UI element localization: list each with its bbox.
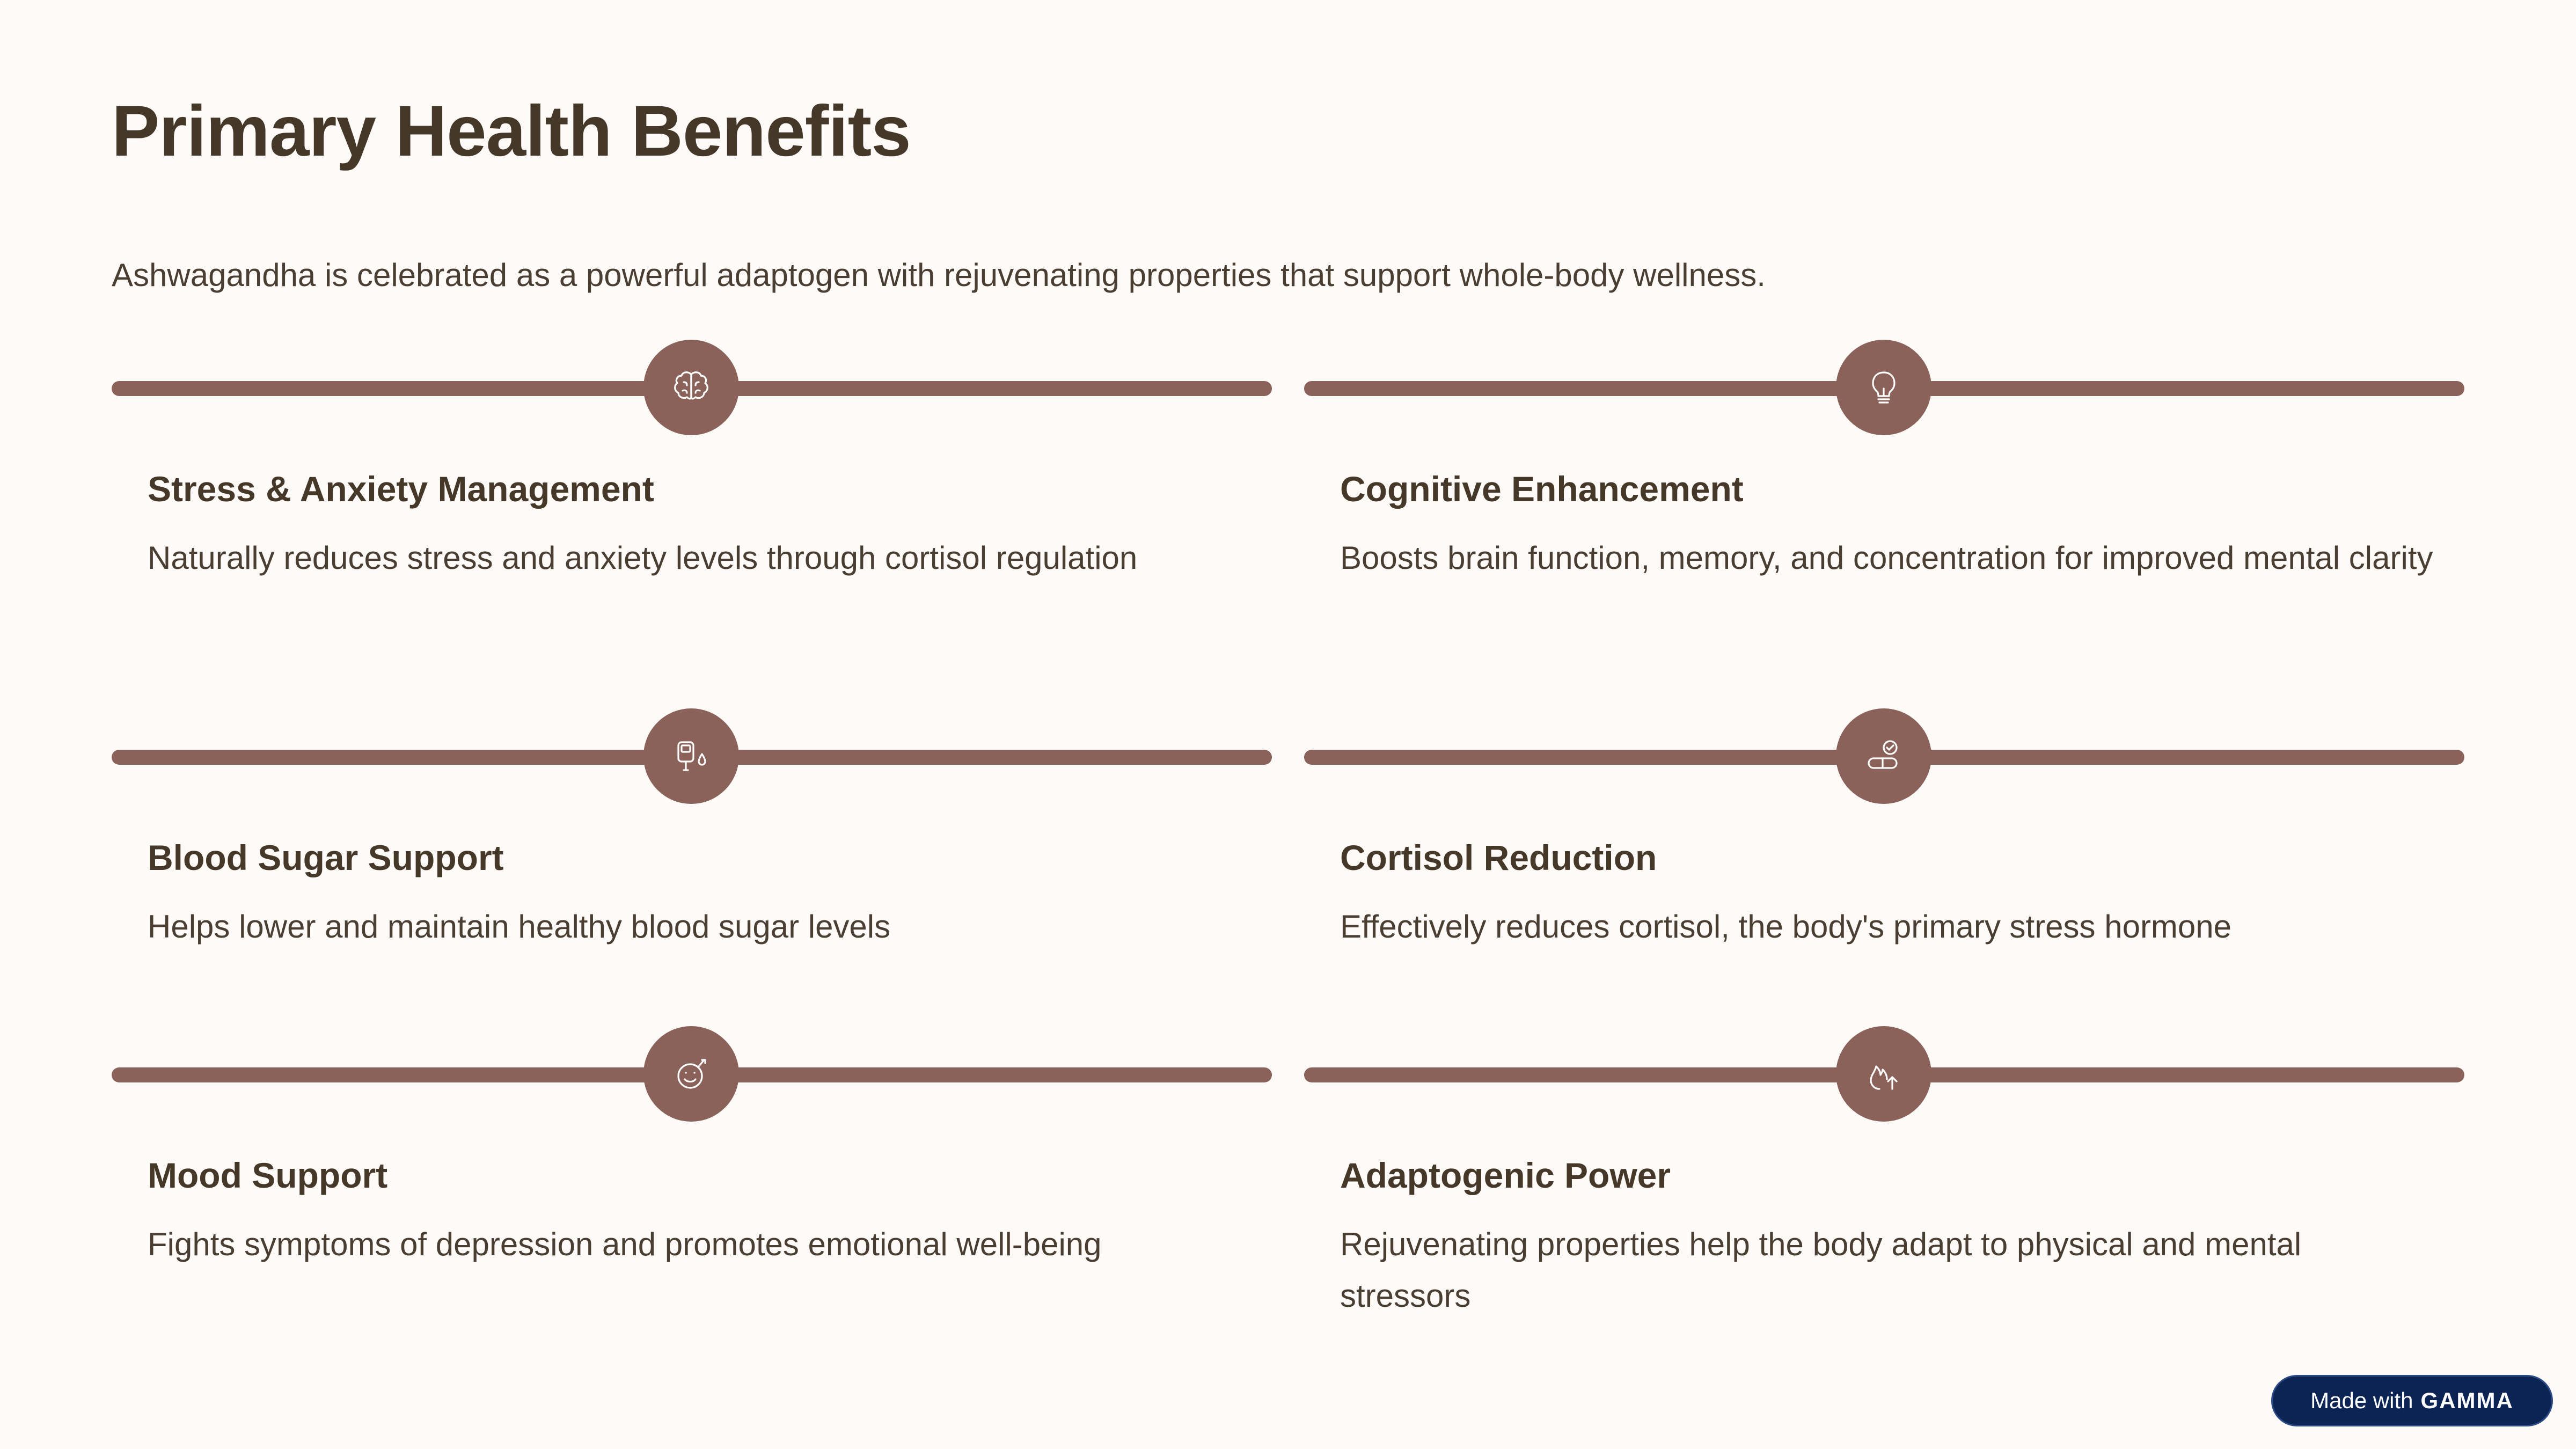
- badge-prefix: Made with: [2310, 1388, 2413, 1413]
- benefit-heading: Cortisol Reduction: [1340, 838, 1657, 877]
- benefit-description: Boosts brain function, memory, and conce…: [1340, 540, 2433, 576]
- benefit-description: Helps lower and maintain healthy blood s…: [148, 909, 891, 945]
- icon-badge: [643, 340, 739, 435]
- happy-face-icon: [677, 1059, 706, 1089]
- lightbulb-icon: [1872, 371, 1896, 404]
- made-with-gamma-badge[interactable]: Made with GAMMA: [2271, 1375, 2553, 1426]
- gamma-logo: GAMMA: [2420, 1388, 2514, 1413]
- icon-badge: [1836, 1026, 1931, 1122]
- pill-check-icon: [1868, 740, 1898, 769]
- benefit-card-blood-sugar: Blood Sugar Support Helps lower and main…: [112, 707, 1272, 1040]
- icon-badge: [643, 1026, 739, 1122]
- brain-icon: [674, 371, 708, 400]
- icon-badge: [1836, 708, 1931, 804]
- benefit-description: Naturally reduces stress and anxiety lev…: [148, 540, 1138, 576]
- page-subtitle: Ashwagandha is celebrated as a powerful …: [112, 257, 1766, 293]
- benefit-heading: Blood Sugar Support: [148, 838, 504, 877]
- benefit-description: Rejuvenating properties help the body ad…: [1340, 1226, 2302, 1314]
- benefit-heading: Stress & Anxiety Management: [148, 469, 654, 509]
- benefit-heading: Cognitive Enhancement: [1340, 469, 1744, 509]
- icon-badge: [643, 708, 739, 804]
- benefit-card-cognitive: Cognitive Enhancement Boosts brain funct…: [1304, 338, 2464, 671]
- benefit-heading: Adaptogenic Power: [1340, 1155, 1671, 1195]
- icon-badge: [1836, 340, 1931, 435]
- benefit-card-adaptogenic: Adaptogenic Power Rejuvenating propertie…: [1304, 1024, 2464, 1357]
- benefit-card-mood: Mood Support Fights symptoms of depressi…: [112, 1024, 1272, 1357]
- benefit-description: Fights symptoms of depression and promot…: [148, 1226, 1102, 1262]
- benefit-card-cortisol: Cortisol Reduction Effectively reduces c…: [1304, 707, 2464, 1040]
- benefit-description: Effectively reduces cortisol, the body's…: [1340, 909, 2232, 945]
- glucose-meter-icon: [677, 741, 706, 771]
- flame-arrow-icon: [1870, 1065, 1898, 1090]
- page-title: Primary Health Benefits: [112, 91, 911, 171]
- benefit-heading: Mood Support: [148, 1155, 388, 1195]
- benefit-card-stress: Stress & Anxiety Management Naturally re…: [112, 338, 1272, 671]
